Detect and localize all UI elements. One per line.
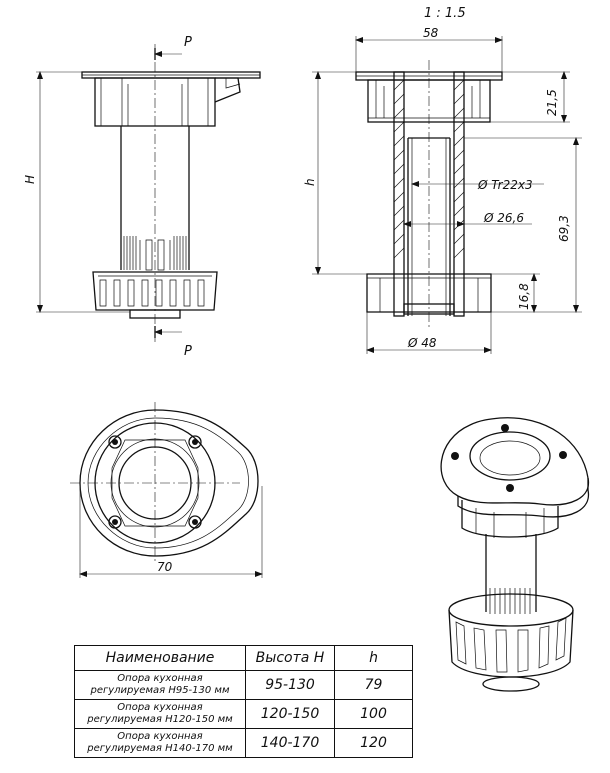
spec-table: Наименование Высота H h Опора кухонная р…	[74, 645, 413, 758]
iso-thread	[489, 588, 531, 614]
foot-ribs	[99, 279, 205, 307]
row-h: 100	[334, 699, 413, 729]
dim-16-8: 16,8	[517, 283, 531, 310]
dim-69-3: 69,3	[557, 215, 571, 242]
dim-26-6: Ø 26,6	[483, 211, 524, 225]
table-row: Опора кухонная регулируемая H140-170 мм …	[74, 728, 413, 758]
front-view: P P H	[23, 35, 261, 359]
row-height: 120-150	[245, 699, 335, 729]
dim-thread: Ø Tr22x3	[477, 178, 533, 192]
dim-48: Ø 48	[407, 336, 437, 350]
section-mark-top: P	[184, 35, 192, 50]
dim-70: 70	[157, 560, 173, 574]
dim-H: H	[23, 175, 37, 184]
dim-21-5: 21,5	[545, 89, 559, 116]
row-name-line2: регулируемая H140-170 мм	[87, 743, 233, 754]
dim-h: h	[303, 178, 317, 186]
row-name-line1: Опора кухонная	[117, 673, 203, 684]
header-name: Наименование	[74, 645, 246, 671]
isometric-view	[440, 417, 590, 692]
row-height: 95-130	[245, 670, 335, 700]
row-h: 79	[334, 670, 413, 700]
row-name-line1: Опора кухонная	[117, 702, 203, 713]
row-name-line1: Опора кухонная	[117, 731, 203, 742]
row-name-line2: регулируемая H95-130 мм	[90, 685, 230, 696]
row-name: Опора кухонная регулируемая H95-130 мм	[74, 670, 246, 700]
table-row: Опора кухонная регулируемая H120-150 мм …	[74, 699, 413, 729]
table-header-row: Наименование Высота H h	[74, 645, 413, 671]
row-h: 120	[334, 728, 413, 758]
row-height: 140-170	[245, 728, 335, 758]
section-hatching	[393, 79, 465, 259]
row-name: Опора кухонная регулируемая H140-170 мм	[74, 728, 246, 758]
row-name: Опора кухонная регулируемая H120-150 мм	[74, 699, 246, 729]
row-name-line2: регулируемая H120-150 мм	[87, 714, 233, 725]
dim-58: 58	[423, 26, 439, 40]
header-h: h	[334, 645, 413, 671]
iso-foot-ribs	[455, 617, 567, 673]
scale-label: 1 : 1.5	[424, 6, 466, 21]
table-row: Опора кухонная регулируемая H95-130 мм 9…	[74, 670, 413, 700]
top-view: 70	[70, 402, 263, 578]
header-height: Высота H	[245, 645, 335, 671]
section-mark-bottom: P	[184, 344, 192, 359]
thread-lines	[123, 236, 187, 271]
section-view: 58 h 21,5 69,3 16,8 Ø Tr22x3 Ø 26,6 Ø 48	[303, 26, 582, 354]
